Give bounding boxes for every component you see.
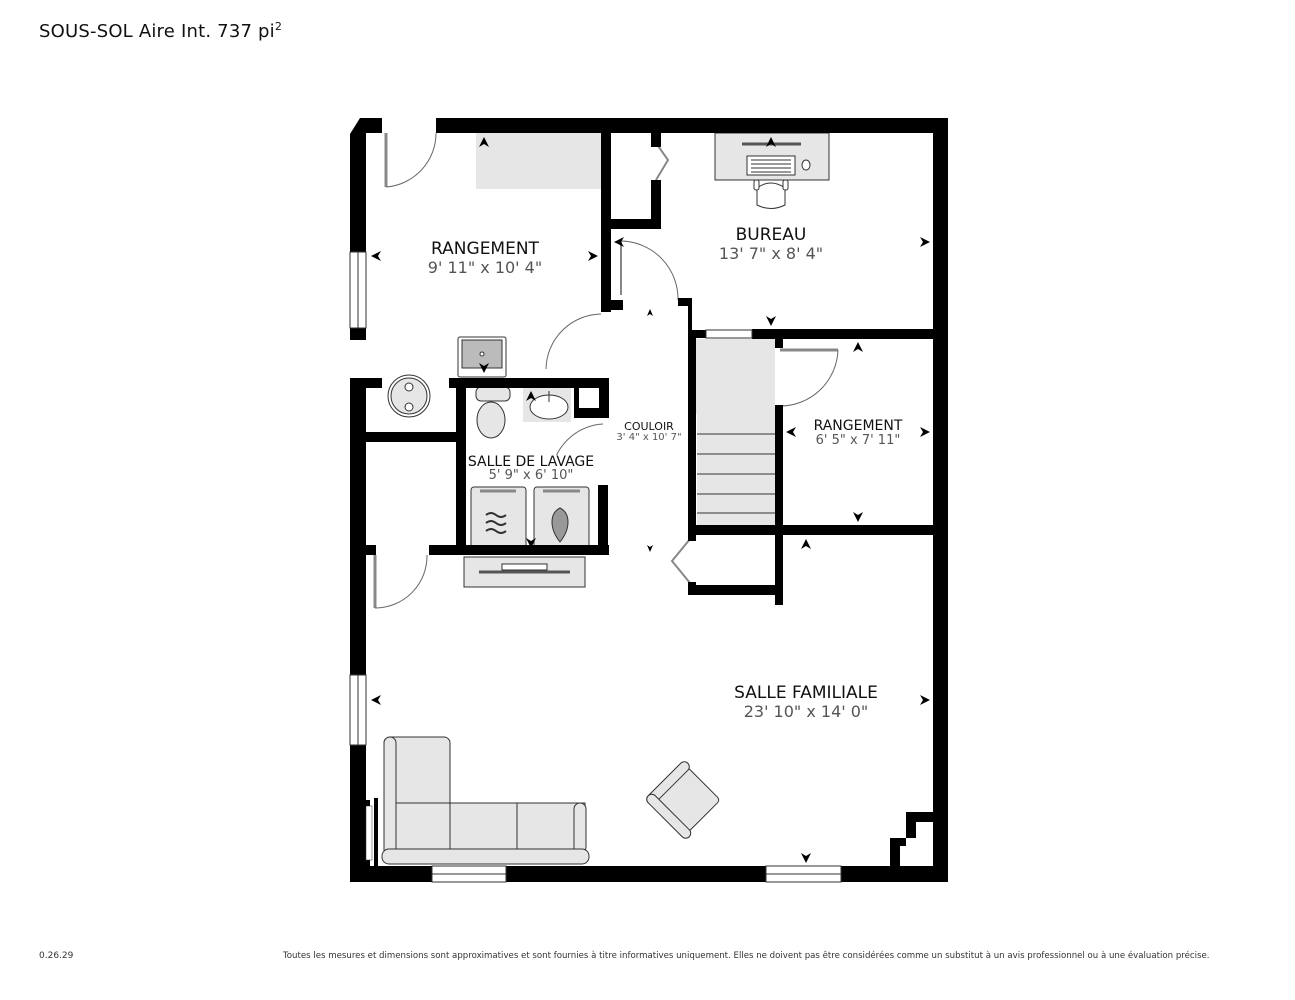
- storage-shelf: [476, 133, 602, 189]
- room-name: BUREAU: [735, 225, 807, 245]
- arrow-up: [526, 391, 536, 401]
- room-name: RANGEMENT: [431, 239, 539, 259]
- door-bureau: [620, 240, 679, 301]
- room-dimensions: 9' 11" x 10' 4": [427, 258, 543, 277]
- wall-corner-inner-2: [374, 798, 378, 866]
- arrow-up: [766, 137, 776, 147]
- room-rangement-1: RANGEMENT 9' 11" x 10' 4": [428, 241, 542, 276]
- sectional-sofa-icon: [381, 736, 590, 865]
- appliance-icon: [463, 556, 586, 588]
- arrow-left: [371, 695, 381, 705]
- dryer-icon: [470, 486, 527, 550]
- sink-vanity-icon: [523, 387, 571, 422]
- floor-area: Aire Int. 737 pi: [138, 21, 275, 42]
- office-chair-icon: [753, 179, 789, 209]
- window-left-upper: [349, 251, 367, 329]
- room-name: SALLE DE LAVAGE: [467, 454, 595, 470]
- room-bureau: BUREAU 13' 7" x 8' 4": [719, 227, 823, 262]
- armchair-icon: [646, 761, 720, 839]
- water-heater-icon: [387, 374, 431, 418]
- arrow-left: [371, 251, 381, 261]
- room-name: SALLE FAMILIALE: [734, 683, 878, 703]
- washer-icon: [533, 486, 590, 550]
- floor-level: SOUS-SOL: [39, 21, 133, 42]
- arrow-up: [647, 309, 653, 316]
- utility-sink-icon: [457, 336, 507, 378]
- arrow-down: [766, 316, 776, 326]
- room-dimensions: 5' 9" x 6' 10": [488, 468, 574, 483]
- dimension-arrows: [371, 137, 930, 863]
- window-stair: [705, 329, 753, 339]
- door-closet-stair: [670, 538, 691, 584]
- arrow-down: [479, 363, 489, 373]
- arrow-right: [920, 237, 930, 247]
- window-bottom-right: [765, 865, 842, 883]
- arrow-down: [647, 545, 653, 552]
- arrow-up: [801, 539, 811, 549]
- window-bottom-left: [431, 865, 507, 883]
- walls: [350, 118, 948, 882]
- room-dimensions: 13' 7" x 8' 4": [718, 244, 824, 263]
- arrow-down: [526, 538, 536, 548]
- arrow-up: [479, 137, 489, 147]
- room-name: COULOIR: [624, 420, 674, 433]
- room-dimensions: 23' 10" x 14' 0": [743, 702, 869, 721]
- toilet-icon: [475, 386, 511, 439]
- door-rangement: [384, 132, 437, 188]
- arrow-down: [801, 853, 811, 863]
- doors: [373, 132, 839, 609]
- arrow-right: [920, 427, 930, 437]
- room-name: RANGEMENT: [813, 418, 903, 434]
- window-left-lower: [349, 674, 367, 746]
- arrow-right: [588, 251, 598, 261]
- room-salle-de-lavage: SALLE DE LAVAGE 5' 9" x 6' 10": [467, 454, 595, 483]
- version-label: 0.26.29: [39, 951, 74, 961]
- room-dimensions: 6' 5" x 7' 11": [815, 433, 901, 448]
- room-dimensions: 3' 4" x 10' 7": [616, 432, 682, 443]
- room-rangement-2: RANGEMENT 6' 5" x 7' 11": [814, 419, 903, 447]
- door-rangement-2: [779, 348, 839, 407]
- arrow-left: [786, 427, 796, 437]
- fixtures: [381, 132, 830, 865]
- floor-title: SOUS-SOL Aire Int. 737 pi2: [39, 20, 282, 42]
- disclaimer-text: Toutes les mesures et dimensions sont ap…: [283, 951, 1210, 961]
- door-closet-left: [373, 554, 428, 609]
- room-salle-familiale: SALLE FAMILIALE 23' 10" x 14' 0": [734, 685, 878, 720]
- arrow-up: [853, 342, 863, 352]
- arrow-right: [920, 695, 930, 705]
- room-couloir: COULOIR 3' 4" x 10' 7": [616, 421, 681, 443]
- door-bureau-closet: [655, 142, 670, 181]
- arrow-down: [853, 512, 863, 522]
- stairs-icon: [691, 339, 775, 528]
- area-unit-superscript: 2: [274, 20, 283, 33]
- door-couloir: [545, 313, 602, 370]
- arrow-left: [614, 237, 624, 247]
